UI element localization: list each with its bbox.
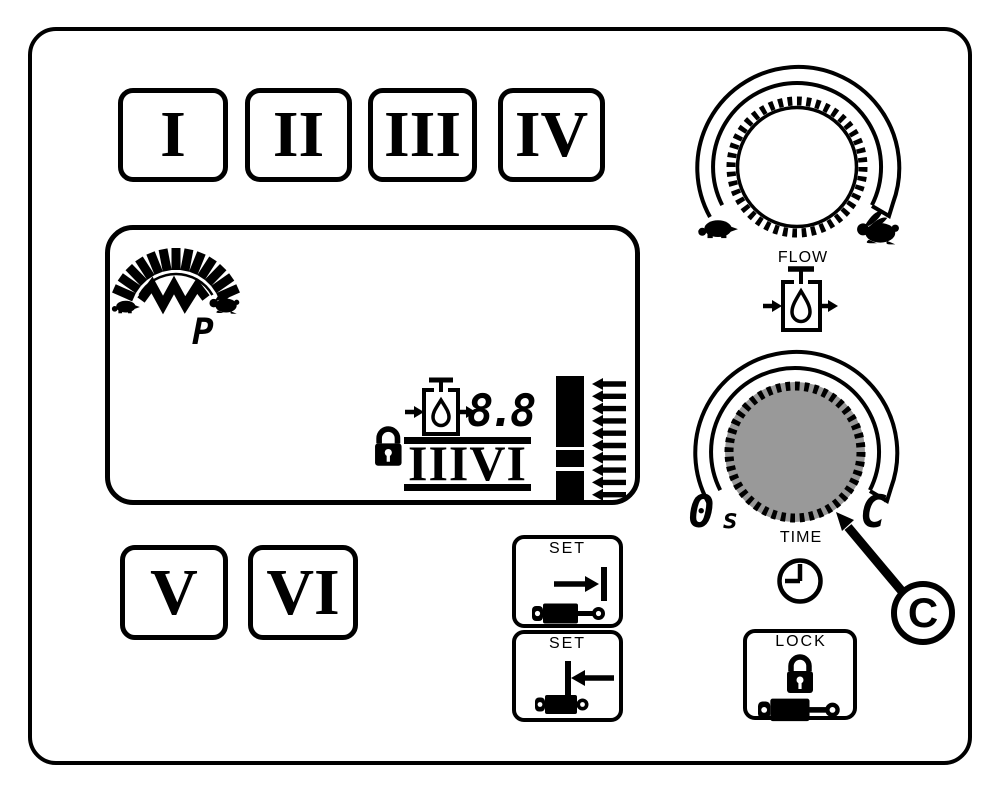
- flow-slow-turtle-icon: [698, 220, 738, 239]
- section-button-1-label: I: [160, 98, 186, 171]
- boom-level-bar: [556, 376, 584, 500]
- flow-fast-rabbit-icon: [857, 210, 899, 245]
- wave-icon: [137, 275, 210, 315]
- lock-button-label: LOCK: [775, 633, 827, 650]
- time-min-unit: s: [722, 504, 739, 535]
- section-button-5[interactable]: V: [120, 545, 228, 640]
- set-extend-icon: [532, 567, 607, 624]
- set-extend-label: SET: [548, 540, 587, 557]
- set-retract-label: SET: [548, 635, 587, 652]
- callout-c-label: C: [907, 589, 939, 636]
- set-retract-icon: [535, 661, 614, 714]
- clock-icon: [777, 558, 823, 604]
- section-button-5-label: V: [150, 555, 198, 629]
- section-button-4-label: IV: [514, 98, 589, 171]
- section-button-2-label: II: [272, 98, 325, 171]
- callout-c-arrow: [836, 512, 955, 645]
- section-range-indicator: IIIVI: [404, 437, 531, 491]
- display-flow-valve-icon: [405, 377, 476, 436]
- section-button-3[interactable]: III: [368, 88, 477, 182]
- time-knob-scale-arc: [693, 349, 900, 505]
- section-button-4[interactable]: IV: [498, 88, 605, 182]
- flow-knob-label: FLOW: [777, 249, 829, 266]
- time-min-value: 0: [688, 487, 715, 538]
- section-button-3-label: III: [383, 98, 462, 171]
- section-button-2[interactable]: II: [245, 88, 352, 182]
- display-lock-icon: [375, 429, 402, 466]
- time-knob-label: TIME: [779, 529, 823, 546]
- time-knob[interactable]: [724, 381, 866, 523]
- flow-knob[interactable]: [726, 96, 868, 238]
- lock-icon: [758, 657, 840, 722]
- section-button-6[interactable]: VI: [248, 545, 358, 640]
- flow-rate-value: 8.8: [467, 386, 537, 437]
- flow-valve-icon: [763, 266, 838, 332]
- nozzle-arrows: [592, 378, 626, 501]
- section-button-6-label: VI: [266, 555, 340, 629]
- flow-knob-scale-arc: [695, 64, 902, 220]
- callout-c-circle: [891, 581, 955, 645]
- section-button-1[interactable]: I: [118, 88, 228, 182]
- pressure-symbol: P: [192, 312, 214, 353]
- time-max-value: C: [860, 487, 887, 538]
- display-turtle-icon: [111, 300, 140, 314]
